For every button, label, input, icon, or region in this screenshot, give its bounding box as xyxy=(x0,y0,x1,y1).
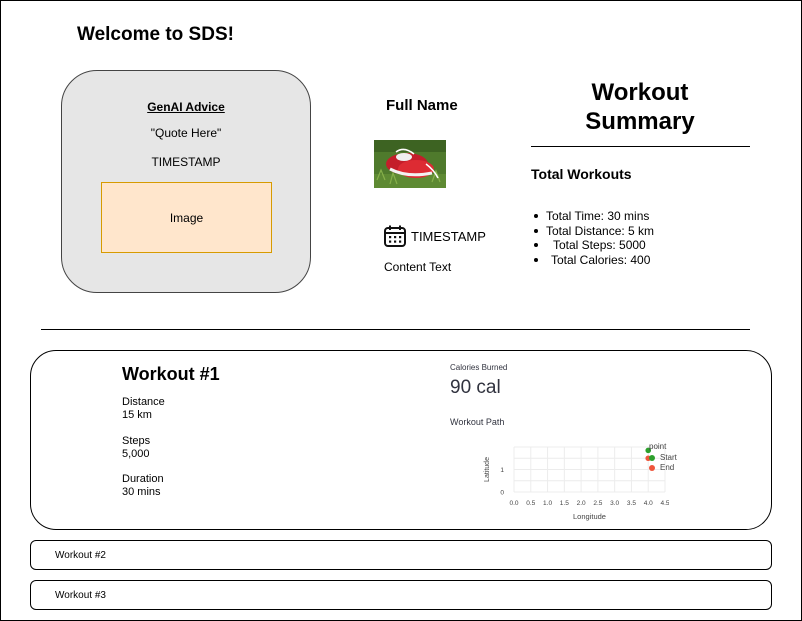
calories-burned-value: 90 cal xyxy=(450,377,501,398)
stat-total-steps: Total Steps: 5000 xyxy=(534,238,646,253)
summary-title-line2: Summary xyxy=(585,108,695,135)
stat-total-calories: Total Calories: 400 xyxy=(534,252,651,267)
x-tick-label: 4.0 xyxy=(644,500,653,507)
x-tick-label: 2.0 xyxy=(577,500,586,507)
workout-path-label: Workout Path xyxy=(450,417,505,427)
x-tick-label: 4.5 xyxy=(660,500,669,507)
x-tick-label: 3.5 xyxy=(627,500,636,507)
stat-total-time: Total Time: 30 mins xyxy=(534,209,650,224)
x-tick-label: 0.5 xyxy=(526,500,535,507)
summary-stats-list: Total Time: 30 mins Total Distance: 5 km… xyxy=(531,209,654,267)
legend-item-end[interactable]: End xyxy=(649,463,677,472)
workout-card-1[interactable]: Workout #1 Distance 15 km Steps 5,000 Du… xyxy=(30,350,772,530)
x-tick-label: 1.0 xyxy=(543,500,552,507)
advice-image-placeholder: Image xyxy=(101,182,272,253)
workout-row-3[interactable]: Workout #3 xyxy=(30,580,772,610)
y-axis-title: Latitude xyxy=(484,457,491,482)
x-axis-title: Longitude xyxy=(573,512,606,521)
legend-swatch-start xyxy=(649,454,655,461)
stat-total-distance: Total Distance: 5 km xyxy=(534,223,655,238)
data-point-start xyxy=(645,447,652,454)
advice-timestamp: TIMESTAMP xyxy=(151,155,221,169)
distance-value: 15 km xyxy=(122,409,152,421)
x-tick-label: 0.0 xyxy=(509,500,518,507)
workout-row-label: Workout #3 xyxy=(55,589,106,601)
sneakers-photo xyxy=(374,140,446,188)
summary-title-line1: Workout xyxy=(591,79,689,106)
duration-value: 30 mins xyxy=(122,486,161,498)
calendar-icon xyxy=(383,224,407,248)
full-name: Full Name xyxy=(386,97,458,114)
distance-label: Distance xyxy=(122,396,165,408)
workout-row-2[interactable]: Workout #2 xyxy=(30,540,772,570)
chart-legend: point Start End xyxy=(649,442,677,472)
welcome-heading: Welcome to SDS! xyxy=(77,24,234,45)
workout-summary-title: Workout Summary xyxy=(548,78,732,136)
genai-advice-card: GenAI Advice "Quote Here" TIMESTAMP Imag… xyxy=(61,70,311,293)
y-tick-label: 1 xyxy=(500,467,504,474)
duration-label: Duration xyxy=(122,473,164,485)
steps-value: 5,000 xyxy=(122,448,150,460)
content-text: Content Text xyxy=(384,260,452,274)
legend-title: point xyxy=(649,442,667,451)
legend-label-end: End xyxy=(660,463,675,472)
advice-title[interactable]: GenAI Advice xyxy=(147,100,225,114)
steps-label: Steps xyxy=(122,435,151,447)
advice-quote: "Quote Here" xyxy=(150,126,222,140)
workout-path-chart[interactable]: 0.0 0.5 1.0 1.5 2.0 2.5 3.0 3.5 4.0 4.5 0 1Longitud… xyxy=(449,435,669,521)
calories-burned-label: Calories Burned xyxy=(450,363,508,372)
legend-label-start: Start xyxy=(660,453,677,462)
x-tick-label: 2.5 xyxy=(593,500,602,507)
profile-timestamp: TIMESTAMP xyxy=(411,229,486,244)
workout-title: Workout #1 xyxy=(122,364,220,384)
image-label: Image xyxy=(169,210,204,225)
section-divider xyxy=(41,329,750,330)
legend-item-start[interactable]: Start xyxy=(649,453,677,462)
summary-divider xyxy=(531,146,750,147)
y-tick-label: 0 xyxy=(500,490,504,497)
x-tick-label: 3.0 xyxy=(610,500,619,507)
workout-row-label: Workout #2 xyxy=(55,549,106,561)
legend-swatch-end xyxy=(649,464,655,471)
total-workouts-heading: Total Workouts xyxy=(531,166,632,182)
x-tick-label: 1.5 xyxy=(560,500,569,507)
